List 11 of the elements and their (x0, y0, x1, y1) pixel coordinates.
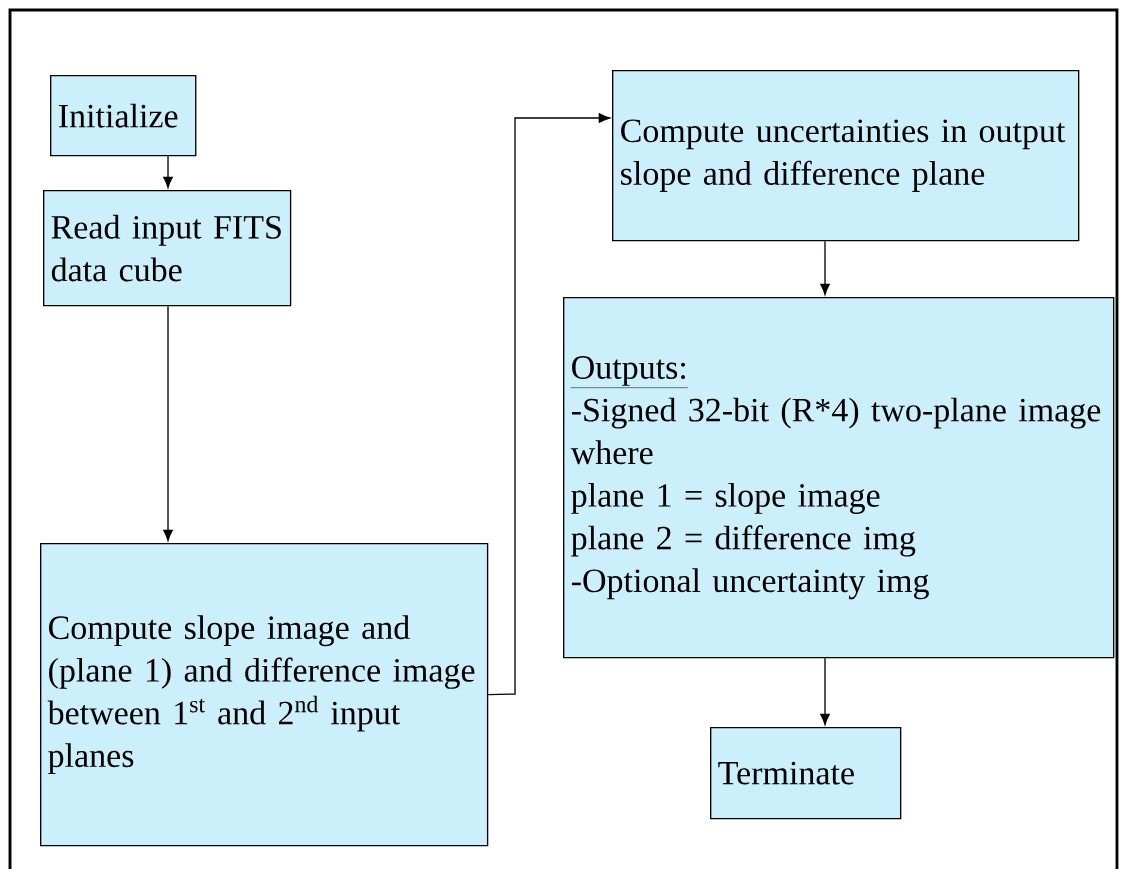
process-box: Read input FITS data cube (43, 190, 292, 307)
process-box: Compute uncertainties in output slope and difference plane (612, 70, 1080, 242)
arrow (820, 240, 830, 296)
process-box: Compute slope image and (plane 1) and difference image between 1$^{st}$ and 2$^{nd}$ input planes (40, 543, 489, 847)
process-box: Outputs: -Signed 32-bit (R*4) two-plane image where plane 1 = slope image plane 2 = difference img -Optional uncertainty img (563, 297, 1115, 659)
process-box: Initialize (50, 75, 197, 157)
arrow (163, 155, 173, 189)
arrow (487, 113, 611, 696)
arrow (820, 657, 830, 726)
arrow (163, 305, 173, 542)
process-box: Terminate (710, 727, 902, 820)
